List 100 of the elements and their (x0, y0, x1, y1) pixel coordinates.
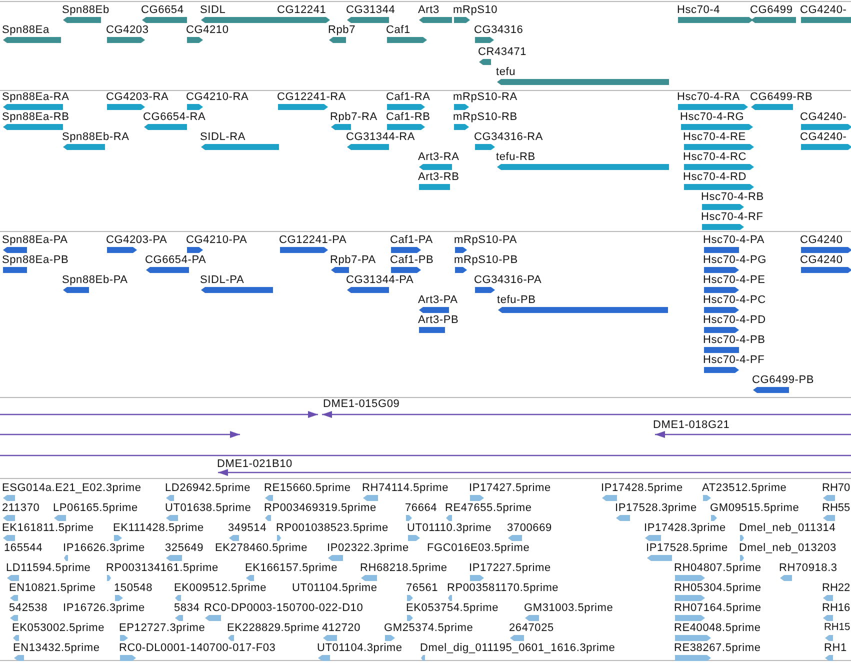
feature-label: EP12727.3prime (119, 622, 206, 634)
feature-label: mRpS10-RB (453, 111, 518, 123)
feature-label: Art3-RB (418, 171, 460, 183)
feature-label: RP003134161.5prime (106, 562, 218, 574)
feature-label: IP16626.3prime (63, 542, 145, 554)
feature-label: Art3-PA (418, 294, 458, 306)
feature-label: 325649 (165, 542, 204, 554)
feature-label: Spn88Eb-RA (62, 131, 130, 143)
feature-label: CG4210-RA (186, 91, 249, 103)
feature-label: CG4240- (800, 4, 847, 16)
feature-label: RH16 (822, 602, 850, 614)
feature-label: UT01638.5prime (165, 502, 252, 514)
feature-label: CG4240 (800, 234, 843, 246)
feature-label: GM09515.5prime (710, 502, 800, 514)
feature-label: CG12241-PA (279, 234, 347, 246)
feature-label: RC0-DP0003-150700-022-D10 (204, 602, 364, 614)
feature-label: RH04807.5prime (674, 562, 762, 574)
feature-label: RH68218.5prime (360, 562, 448, 574)
feature-label: CG12241 (277, 4, 326, 16)
feature-label: RE38267.5prime (674, 642, 761, 654)
feature-label: CG6654 (141, 4, 184, 16)
feature-label: Hsc70-4-PB (703, 334, 766, 346)
feature-label: Hsc70-4-RF (701, 211, 764, 223)
feature-label: mRpS10-PB (454, 254, 518, 266)
feature-label: Dmel_neb_013203 (739, 542, 836, 554)
feature-label: IP17227.5prime (469, 562, 551, 574)
feature-label: CG4203-PA (106, 234, 168, 246)
feature-label: Hsc70-4-PC (703, 294, 766, 306)
feature-label: Hsc70-4-RB (701, 191, 764, 203)
feature-label: Spn88Ea-RA (2, 91, 70, 103)
feature-label: CG4240- (800, 111, 847, 123)
feature-label: IP02322.3prime (327, 542, 409, 554)
feature-label: Hsc70-4 (677, 4, 720, 16)
feature-label: CR43471 (478, 46, 527, 58)
feature-label: RH70918.3 (779, 562, 838, 574)
feature-label: RP003581170.5prime (447, 582, 559, 594)
feature-label: RE15660.5prime (264, 482, 351, 494)
feature-label: ESG014a.E21_E02.3prime (2, 482, 142, 494)
feature-label: 165544 (4, 542, 43, 554)
feature-label: DME1-015G09 (323, 398, 400, 410)
feature-label: RH55 (822, 502, 850, 514)
feature-label: EK053754.5prime (406, 602, 499, 614)
feature-label: CG4210-PA (186, 234, 248, 246)
feature-label: RH1 (824, 642, 847, 654)
feature-label: Hsc70-4-RE (683, 131, 746, 143)
feature-label: UT01104.5prime (292, 582, 378, 594)
feature-label: LP06165.5prime (53, 502, 138, 514)
feature-label: Caf1-PA (390, 234, 433, 246)
feature-label: CG6499 (750, 4, 793, 16)
feature-label: Hsc70-4-PD (703, 314, 766, 326)
feature-label: LD11594.5prime (6, 562, 91, 574)
feature-label: EN10821.5prime (9, 582, 96, 594)
feature-label: FGC016E03.5prime (427, 542, 530, 554)
feature-label: tefu-PB (497, 294, 536, 306)
feature-label: Hsc70-4-RC (683, 151, 747, 163)
feature-label: 349514 (228, 522, 267, 534)
feature-label: CG6654-RA (143, 111, 206, 123)
feature-label: SIDL-RA (200, 131, 246, 143)
feature-label: CG6499-PB (752, 374, 814, 386)
feature-label: Spn88Ea-PB (2, 254, 69, 266)
feature-label: mRpS10-RA (453, 91, 518, 103)
feature-label: GM25374.5prime (384, 622, 474, 634)
feature-label: CG4203 (106, 24, 149, 36)
feature-label: Rpb7-PA (330, 254, 376, 266)
feature-label: IP17427.5prime (469, 482, 551, 494)
feature-label: RE40048.5prime (674, 622, 761, 634)
feature-label: Spn88Ea-PA (2, 234, 68, 246)
feature-label: tefu (496, 66, 516, 78)
feature-label: LD26942.5prime (165, 482, 251, 494)
feature-label: 2647025 (509, 622, 554, 634)
feature-label: Art3 (418, 4, 440, 16)
feature-label: SIDL-PA (200, 274, 244, 286)
feature-label: Spn88Ea-RB (2, 111, 70, 123)
feature-label: IP17528.3prime (615, 502, 697, 514)
feature-label: CG34316-PA (474, 274, 542, 286)
feature-label: Hsc70-4-PF (703, 354, 765, 366)
feature-label: RH15 (824, 622, 850, 634)
feature-label: IP16726.3prime (63, 602, 145, 614)
feature-label: Hsc70-4-RD (683, 171, 747, 183)
feature-label: RP003469319.5prime (264, 502, 376, 514)
feature-label: EK009512.5prime (174, 582, 267, 594)
feature-label: IP17428.5prime (601, 482, 683, 494)
feature-label: EK111428.5prime (113, 522, 204, 534)
feature-label: Caf1-RA (386, 91, 430, 103)
feature-label: IP17528.5prime (646, 542, 728, 554)
feature-label: CG6654-PA (145, 254, 206, 266)
feature-label: Art3-RA (418, 151, 460, 163)
feature-label: CG4203-RA (106, 91, 169, 103)
feature-label: 76664 (405, 502, 438, 514)
feature-label: IP17428.3prime (644, 522, 726, 534)
feature-label: RH05304.5prime (674, 582, 762, 594)
feature-label: Hsc70-4-PA (703, 234, 764, 246)
feature-label: mRpS10 (453, 4, 498, 16)
feature-label: Hsc70-4-PE (703, 274, 766, 286)
feature-label: RH22 (822, 582, 850, 594)
feature-label: CG31344-RA (346, 131, 416, 143)
feature-label: Caf1 (386, 24, 410, 36)
feature-label: RP001038523.5prime (276, 522, 388, 534)
feature-label: Caf1-PB (390, 254, 434, 266)
feature-label: DME1-018G21 (653, 419, 730, 431)
